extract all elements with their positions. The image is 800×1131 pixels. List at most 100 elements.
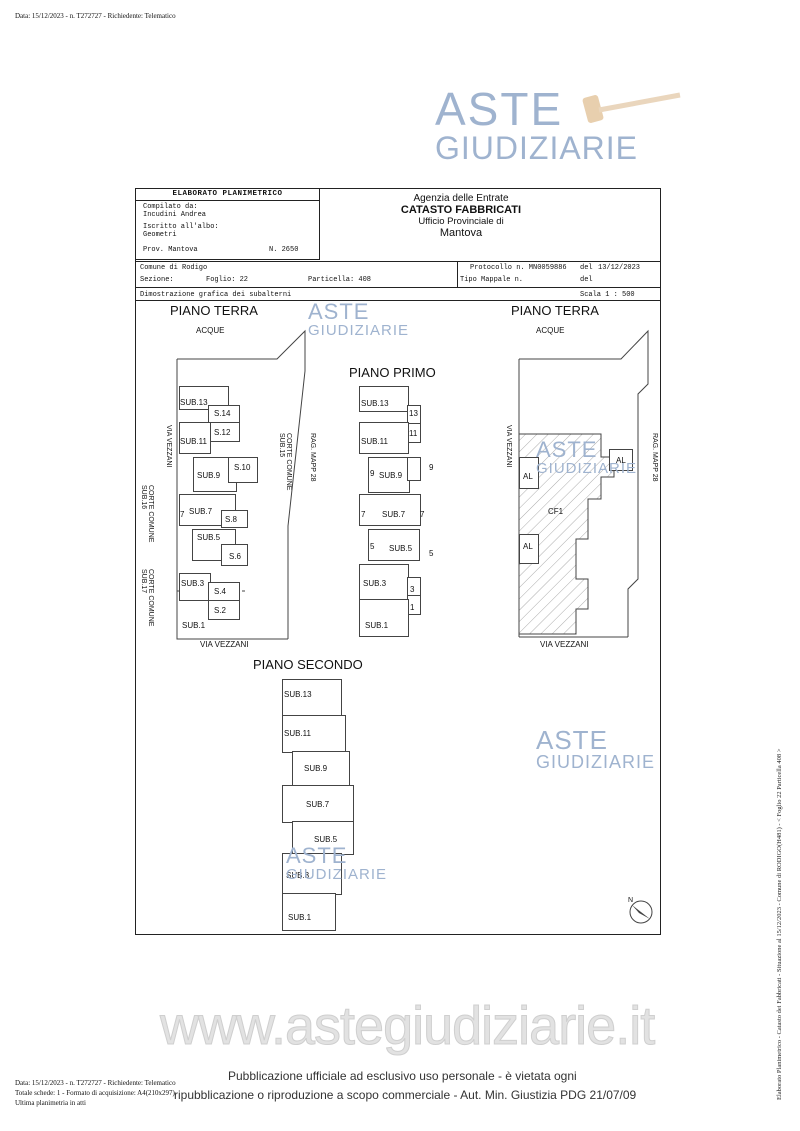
room-sub3 — [359, 564, 409, 601]
corte-sub17: CORTE COMUNE SUB.17 — [140, 569, 154, 627]
room-al-3 — [519, 534, 539, 564]
room-label: 9 — [429, 463, 434, 472]
watermark-aste-text: ASTE — [435, 83, 564, 135]
room-label: AL — [616, 456, 626, 465]
top-note: Data: 15/12/2023 - n. T272727 - Richiede… — [15, 12, 176, 20]
room-sub1 — [359, 599, 409, 637]
watermark-giudiziarie-text: GIUDIZIARIE — [536, 460, 638, 477]
room-9-right — [407, 457, 421, 481]
corte-sub16: CORTE COMUNE SUB.16 — [140, 485, 154, 543]
rag-mapp-left: RAG. MAPP 28 — [309, 433, 316, 482]
room-label: SUB.9 — [304, 764, 328, 773]
piano-secondo-title: PIANO SECONDO — [253, 657, 363, 672]
room-sub3 — [282, 853, 342, 895]
tipo-mappale: Tipo Mappale n. — [460, 276, 524, 284]
room-sub11 — [179, 422, 211, 454]
room-label: SUB.5 — [314, 835, 338, 844]
publication-line1: Pubblicazione ufficiale ad esclusivo uso… — [228, 1069, 577, 1083]
room-label: SUB.1 — [182, 621, 206, 630]
ufficio-city: Mantova — [439, 227, 483, 239]
room-label: S.14 — [214, 409, 231, 418]
north-label: N — [628, 897, 634, 904]
via-vezzani-bottom-left: VIA VEZZANI — [200, 640, 249, 649]
comune: Comune di Rodigo — [140, 264, 208, 272]
watermark-giudiziarie-text: GIUDIZIARIE — [435, 130, 639, 166]
del-label-2: del — [580, 276, 593, 284]
footer-line3: Ultima planimetria in atti — [15, 1099, 86, 1107]
agency-block: Agenzia delle Entrate CATASTO FABBRICATI… — [386, 193, 536, 239]
foglio: Foglio: 22 — [206, 276, 249, 284]
room-s2 — [208, 600, 240, 620]
watermark-giudiziarie-text: GIUDIZIARIE — [308, 322, 410, 339]
iscritto-value: Geometri — [143, 231, 177, 239]
room-s6 — [221, 544, 248, 566]
publication-line2: ripubblicazione o riproduzione a scopo c… — [174, 1088, 637, 1102]
room-label: SUB.9 — [197, 471, 221, 480]
room-sub11 — [359, 422, 409, 454]
iscritto-label: Iscritto all'albo: — [143, 223, 219, 231]
room-label: 1 — [410, 603, 415, 612]
room-label: SUB.3 — [363, 579, 387, 588]
provincia: Prov. Mantova — [143, 246, 198, 254]
compilato-label: Compilato da: — [143, 203, 198, 211]
room-al-1 — [519, 457, 539, 489]
room-label: 5 — [429, 549, 434, 558]
room-label: S.8 — [225, 515, 238, 524]
room-label: S.10 — [234, 463, 251, 472]
room-sub5 — [368, 529, 420, 561]
room-label: SUB.5 — [197, 533, 221, 542]
room-label: AL — [523, 472, 533, 481]
room-label: SUB.5 — [389, 544, 413, 553]
piano-primo-title: PIANO PRIMO — [349, 365, 436, 380]
watermark-aste-text: ASTE — [286, 843, 348, 868]
piano-terra-left-title: PIANO TERRA — [170, 303, 258, 318]
room-sub5 — [292, 821, 354, 855]
watermark-aste-text: ASTE — [536, 725, 608, 755]
piano-terra-right-hatched — [518, 329, 649, 638]
acque-label-right: ACQUE — [536, 326, 565, 335]
aste-watermark-top: ASTE GIUDIZIARIE — [435, 83, 681, 166]
protocollo-date: 13/12/2023 — [598, 264, 641, 272]
footer-line1: Data: 15/12/2023 - n. T272727 - Richiede… — [15, 1079, 176, 1087]
separator — [136, 261, 660, 262]
room-label: 3 — [410, 585, 415, 594]
url-watermark: www.astegiudiziarie.it — [159, 996, 655, 1057]
dimostrazione-label: Dimostrazione grafica dei subalterni — [140, 291, 292, 299]
room-label: SUB.9 — [379, 471, 403, 480]
protocollo: Protocollo n. MN0059886 — [470, 264, 567, 272]
room-label: S.12 — [214, 428, 231, 437]
watermark-giudiziarie-text: GIUDIZIARIE — [286, 866, 388, 883]
room-label: SUB.1 — [288, 913, 312, 922]
room-label: 7 — [361, 510, 366, 519]
room-label: 11 — [409, 429, 418, 438]
room-label: SUB.13 — [180, 398, 208, 407]
ufficio-label: Ufficio Provinciale di — [418, 216, 504, 227]
room-label: S.6 — [229, 552, 242, 561]
footer-line2: Totale schede: 1 - Formato di acquisizio… — [15, 1089, 175, 1097]
room-label: SUB.13 — [361, 399, 389, 408]
room-al-2 — [609, 449, 633, 471]
watermark-giudiziarie-text: GIUDIZIARIE — [536, 752, 656, 772]
room-label: SUB.7 — [382, 510, 406, 519]
room-label: S.4 — [214, 587, 227, 596]
room-label: 5 — [370, 542, 375, 551]
room-label: AL — [523, 542, 533, 551]
room-label: SUB.7 — [306, 800, 330, 809]
aste-watermark-small: ASTE GIUDIZIARIE — [536, 727, 655, 771]
room-sub7 — [282, 785, 354, 823]
room-label: 9 — [370, 469, 375, 478]
room-sub13 — [359, 386, 409, 412]
piano-terra-right-title: PIANO TERRA — [511, 303, 599, 318]
room-label: SUB.13 — [284, 690, 312, 699]
separator — [457, 261, 458, 287]
via-vezzani-bottom-right: VIA VEZZANI — [540, 640, 589, 649]
room-sub7 — [359, 494, 421, 526]
room-label: CF1 — [548, 507, 564, 516]
particella: Particella: 408 — [308, 276, 372, 284]
room-label: SUB.3 — [286, 871, 310, 880]
numero-albo: N. 2650 — [269, 246, 299, 254]
header-left-box: ELABORATO PLANIMETRICO Compilato da: Inc… — [136, 189, 320, 260]
room-sub1 — [282, 893, 336, 931]
separator — [136, 300, 660, 301]
room-label: SUB.11 — [180, 437, 207, 446]
